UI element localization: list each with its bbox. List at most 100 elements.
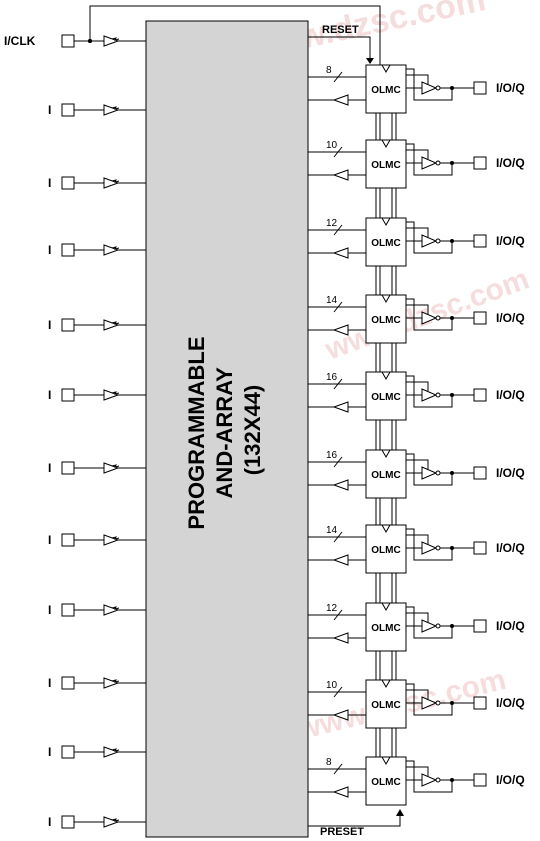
olmc-label: OLMC <box>371 392 400 403</box>
input-pin: I <box>48 318 146 332</box>
inverting-bubble-icon <box>435 545 441 551</box>
input-buffer <box>103 677 120 689</box>
input-pin: I <box>48 388 146 402</box>
input-buffer <box>103 462 120 474</box>
input-pin: I <box>48 176 146 190</box>
enable-wire <box>406 381 429 391</box>
io-pin-label: I/O/Q <box>496 234 525 248</box>
output-buffer <box>421 311 438 325</box>
pin-feedback-wire <box>406 68 453 101</box>
product-term-count: 14 <box>326 525 338 536</box>
clock-edge-icon <box>381 294 391 304</box>
inverting-bubble-icon <box>111 391 120 395</box>
feedback-buffer <box>332 786 349 798</box>
input-label: I <box>48 676 51 690</box>
enable-wire <box>406 612 429 622</box>
io-pin-label: I/O/Q <box>496 619 525 633</box>
inverting-bubble-icon <box>111 748 120 752</box>
feedback-buffer <box>332 401 349 413</box>
reset-wire <box>308 36 371 62</box>
io-pin-label: I/O/Q <box>496 541 525 555</box>
input-pin-box <box>61 103 75 117</box>
enable-wire <box>406 227 429 237</box>
olmc-label: OLMC <box>371 238 400 249</box>
io-pin-label: I/O/Q <box>496 311 525 325</box>
enable-wire <box>406 304 429 314</box>
feedback-buffer <box>332 169 349 181</box>
input-pin: I <box>48 676 146 690</box>
input-pin-box <box>61 815 75 829</box>
output-buffer <box>421 81 438 95</box>
io-pin-box <box>473 466 487 480</box>
product-term-count: 8 <box>326 757 332 768</box>
inverting-bubble-icon <box>111 818 120 822</box>
preset-wire <box>308 812 401 827</box>
bus-slash <box>333 686 343 698</box>
io-pin-box <box>473 311 487 325</box>
clock-edge-icon <box>381 756 391 766</box>
preset-label: PRESET <box>320 826 364 838</box>
enable-wire <box>406 766 429 776</box>
bus-slash <box>333 763 343 775</box>
inverting-bubble-icon <box>111 179 120 183</box>
olmc-label: OLMC <box>371 700 400 711</box>
pin-feedback-wire <box>406 221 453 254</box>
bus-slash <box>333 378 343 390</box>
input-buffer <box>103 35 120 47</box>
pin-feedback-wire <box>406 606 453 639</box>
inverting-bubble-icon <box>435 623 441 629</box>
input-pin: I <box>48 243 146 257</box>
inverting-bubble-icon <box>435 85 441 91</box>
product-term-count: 16 <box>326 450 338 461</box>
inverting-bubble-icon <box>435 238 441 244</box>
pin-feedback-wire <box>406 143 453 176</box>
and-array-label: PROGRAMMABLE AND-ARRAY (132X44) <box>184 330 265 529</box>
pin-feedback-wire <box>406 453 453 486</box>
clock-edge-icon <box>381 139 391 149</box>
io-pin-box <box>473 388 487 402</box>
bus-slash <box>333 71 343 83</box>
reset-label: RESET <box>322 24 359 36</box>
input-label: I <box>48 103 51 117</box>
output-buffer <box>421 388 438 402</box>
output-buffer <box>421 156 438 170</box>
enable-wire <box>406 74 429 84</box>
input-buffer <box>103 604 120 616</box>
bus-slash <box>333 301 343 313</box>
enable-wire <box>406 689 429 699</box>
feedback-buffer <box>332 247 349 259</box>
olmc-label: OLMC <box>371 777 400 788</box>
input-pin-box <box>61 388 75 402</box>
clock-edge-icon <box>381 449 391 459</box>
clock-edge-icon <box>381 524 391 534</box>
enable-wire <box>406 149 429 159</box>
io-pin-label: I/O/Q <box>496 388 525 402</box>
olmc-label: OLMC <box>371 470 400 481</box>
io-pin-box <box>473 619 487 633</box>
input-buffer <box>103 746 120 758</box>
output-buffer <box>421 234 438 248</box>
input-buffer <box>103 534 120 546</box>
pin-feedback-wire <box>406 298 453 331</box>
inverting-bubble-icon <box>435 700 441 706</box>
pin-feedback-wire <box>406 375 453 408</box>
input-buffer <box>103 319 120 331</box>
inverting-bubble-icon <box>111 106 120 110</box>
input-buffer <box>103 244 120 256</box>
input-pin: I <box>48 745 146 759</box>
olmc-label: OLMC <box>371 85 400 96</box>
inverting-bubble-icon <box>111 37 120 41</box>
input-label: I <box>48 388 51 402</box>
clock-input-label: I/CLK <box>4 34 36 48</box>
input-label: I <box>48 533 51 547</box>
feedback-buffer <box>332 479 349 491</box>
pin-feedback-wire <box>406 528 453 561</box>
